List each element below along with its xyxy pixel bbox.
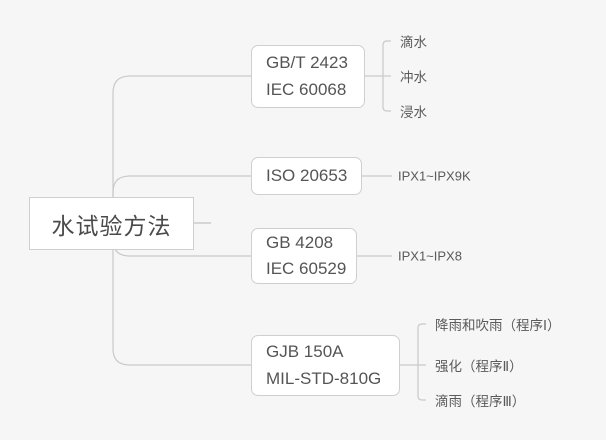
leaf-label-dishui[interactable]: 滴水 — [400, 35, 427, 50]
trunk-branch-3 — [112, 239, 251, 366]
leaf-label-chongshui[interactable]: 冲水 — [400, 70, 427, 85]
branch-node-line-1: ISO 20653 — [266, 165, 348, 185]
root-node-label: 水试验方法 — [51, 212, 172, 239]
leaf-label-ipx1-ipx9k[interactable]: IPX1~IPX9K — [398, 168, 471, 184]
root-node[interactable]: 水试验方法 — [29, 197, 194, 250]
branch-node-gb4208[interactable]: GB 4208 IEC 60529 — [251, 228, 357, 284]
branch-node-line-2: IEC 60529 — [266, 259, 347, 278]
leaf-label-ipx1-ipx8[interactable]: IPX1~IPX8 — [398, 248, 462, 264]
branch-node-gjb150a[interactable]: GJB 150A MIL-STD-810G — [251, 335, 400, 396]
branch-node-line-2: IEC 60068 — [266, 79, 347, 99]
branch-node-line-1: GB/T 2423 — [266, 53, 348, 73]
branch-node-line-1: GB 4208 — [266, 232, 334, 252]
branch-node-line-2: MIL-STD-810G — [266, 368, 382, 388]
leaf-label-jinshui[interactable]: 浸水 — [400, 105, 427, 120]
leaf-label-diyu[interactable]: 滴雨（程序Ⅲ） — [435, 394, 526, 409]
branch-0-bracket — [382, 40, 391, 112]
branch-3-bracket — [417, 323, 426, 401]
branch-node-iso20653[interactable]: ISO 20653 — [251, 157, 362, 195]
branch-node-gbt2423[interactable]: GB/T 2423 IEC 60068 — [251, 45, 365, 108]
leaf-label-qianghua[interactable]: 强化（程序Ⅱ） — [435, 359, 523, 374]
branch-node-line-1: GJB 150A — [266, 342, 344, 362]
leaf-label-jiangyu-chuiyu[interactable]: 降雨和吹雨（程序Ⅰ） — [435, 318, 561, 333]
